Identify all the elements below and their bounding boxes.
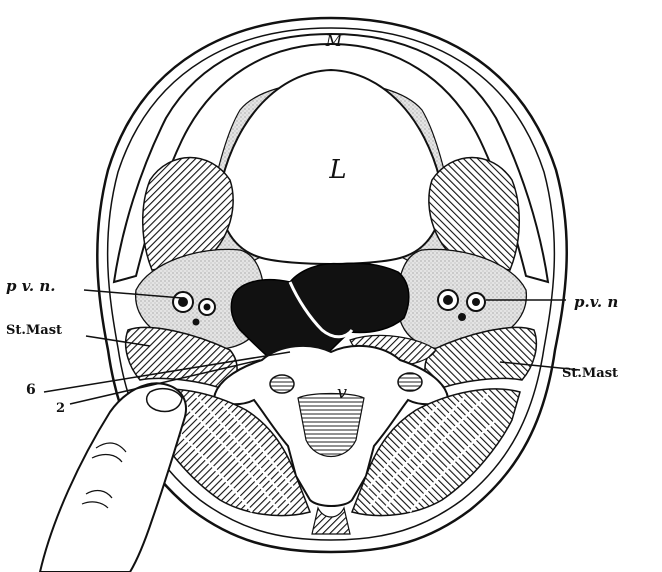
fingernail [147, 389, 182, 412]
label-pvn-right: p.v. n [574, 293, 618, 311]
right-transverse-foramen [398, 373, 422, 391]
label-tongue: L [328, 155, 346, 185]
label-num-2: 2 [56, 401, 65, 416]
label-stmast-right: St.Mast [562, 366, 618, 381]
label-vertebra: v [337, 382, 347, 403]
label-mandible: M [325, 31, 343, 50]
label-num-6: 6 [26, 382, 36, 398]
label-pvn-left: p v. n. [6, 277, 56, 295]
left-transverse-foramen [270, 375, 294, 393]
label-stmast-left: St.Mast [6, 323, 62, 338]
